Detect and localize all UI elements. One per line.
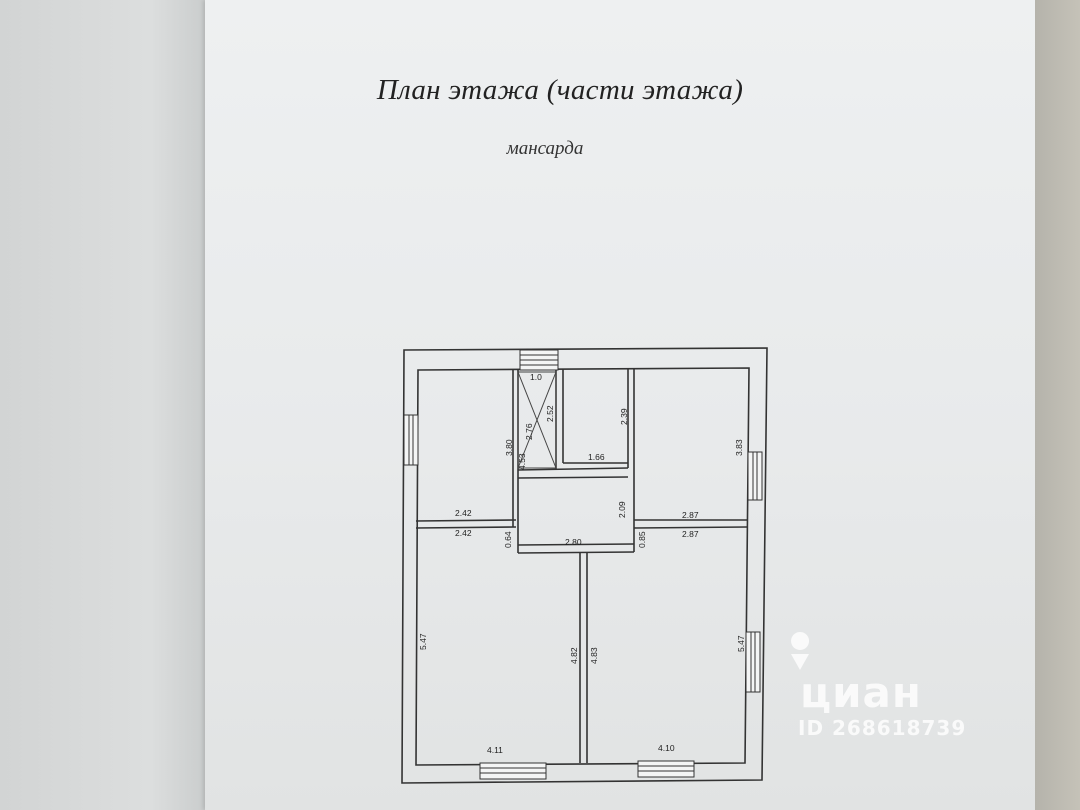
walls [401,347,768,784]
background-right [1035,0,1080,810]
location-pin-icon [791,632,810,670]
window-bottom-left [479,762,547,780]
wall-ne-bottom-inner [633,526,748,529]
wall-hall-top [517,467,629,471]
dim-hall-height: 2.09 [617,501,627,518]
dimension-labels: 1.0 2.76 2.52 3.80 4.53 2.39 1.66 3.83 2… [418,372,746,755]
inner-wall-outline [415,367,750,766]
dim-bath-height: 2.39 [619,408,629,425]
watermark-logo: циан [800,668,922,717]
dim-nw-width-top: 2.42 [455,508,472,518]
dim-ne-width-bottom: 2.87 [682,529,699,539]
wall-hall-top-inner [517,476,629,479]
dim-stair-small: 4.53 [517,453,527,470]
dim-stair-well: 2.52 [545,405,555,422]
wall-hall-bottom-inner [517,543,635,546]
dim-stair-top: 1.0 [530,372,542,382]
dim-se-height-right: 5.47 [736,635,746,652]
wall-nw-bottom-inner [415,526,517,529]
background-left [0,0,215,810]
dim-sw-height-right: 4.82 [569,647,579,664]
wall-hall-bottom [517,551,635,554]
paper-sheet [205,0,1035,810]
dim-stair-length: 2.76 [524,423,534,440]
window-right-upper [747,451,763,501]
wall-nw-bottom [415,519,517,522]
dim-sw-width: 4.11 [487,745,503,755]
dim-nw-height: 3.80 [504,439,514,456]
dim-ne-height: 3.83 [734,439,744,456]
window-top [519,349,559,371]
window-left [403,414,419,466]
window-right-lower [745,631,761,693]
document-title: План этажа (части этажа) [376,74,744,106]
dim-hall-width: 2.80 [565,537,582,547]
dim-se-width: 4.10 [658,743,675,753]
dim-hall-right-gap: 0.85 [637,531,647,548]
dim-ne-width-top: 2.87 [682,510,699,520]
dim-nw-width-bottom: 2.42 [455,528,472,538]
dim-bath-width: 1.66 [588,452,605,462]
stair-opening [517,371,557,469]
document-subtitle: мансарда [506,138,584,159]
dim-sw-height-left: 5.47 [418,633,428,650]
outer-wall-outline [401,347,768,784]
window-bottom-right [637,760,695,778]
dim-hall-left-gap: 0.64 [503,531,513,548]
watermark-id: ID 268618739 [798,716,967,740]
dim-se-height-left: 4.83 [589,647,599,664]
